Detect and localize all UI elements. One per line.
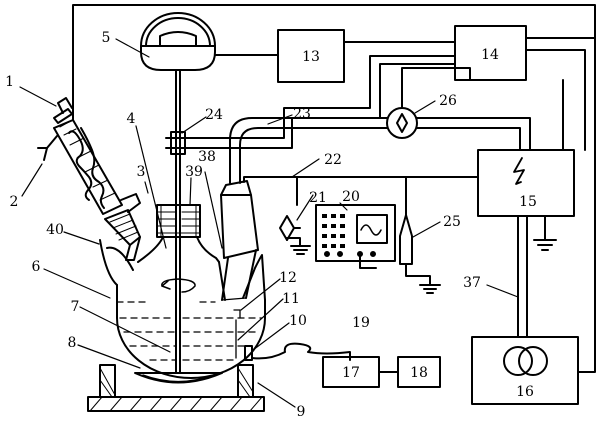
- label-3: 3: [137, 164, 146, 180]
- label-37: 37: [463, 275, 481, 291]
- label-17: 17: [342, 365, 360, 381]
- box-18: [397, 356, 441, 388]
- gas-pipe-23-right: [416, 117, 531, 151]
- leader-lines: [19, 38, 519, 408]
- flask-upper-right: [137, 236, 164, 263]
- label-22: 22: [324, 152, 342, 168]
- label-12: 12: [279, 270, 297, 286]
- label-4: 4: [127, 111, 136, 127]
- label-5: 5: [102, 30, 111, 46]
- stirrer-shaft: [175, 69, 181, 373]
- ground-icon-15: [533, 215, 557, 251]
- label-19: 19: [352, 315, 370, 331]
- label-1: 1: [5, 74, 14, 90]
- flask-body: [116, 284, 266, 379]
- condenser: [37, 97, 141, 261]
- box-14: [454, 25, 527, 81]
- label-23: 23: [293, 106, 311, 122]
- flask-upper-left: [99, 239, 118, 286]
- heater-base: [87, 364, 265, 412]
- label-9: 9: [297, 404, 306, 420]
- wire-14-26: [401, 67, 471, 109]
- label-15: 15: [519, 194, 537, 210]
- gas-pipe-23-inner: [239, 127, 388, 184]
- outer-wire: [72, 4, 596, 373]
- wire-14-right: [525, 37, 596, 151]
- liquid: [116, 301, 263, 361]
- cable-37: [517, 215, 528, 338]
- shaft-coupling: [165, 131, 191, 155]
- label-14: 14: [481, 47, 499, 63]
- flask-right-side: [218, 261, 226, 301]
- oscilloscope-20: [315, 204, 396, 269]
- label-26: 26: [439, 93, 457, 109]
- probe-25: [399, 214, 441, 294]
- rotation-arrow: [161, 278, 196, 293]
- label-24: 24: [205, 107, 223, 123]
- gas-pipe-23: [229, 117, 388, 184]
- label-18: 18: [410, 365, 428, 381]
- transformer-coil-right: [518, 346, 548, 376]
- label-8: 8: [68, 335, 77, 351]
- label-38: 38: [198, 149, 216, 165]
- flask-top-right: [196, 236, 220, 263]
- motor: [140, 12, 216, 71]
- electrode-neck: [220, 180, 259, 319]
- probe-21: [279, 215, 311, 255]
- box-13: [277, 29, 345, 83]
- label-2: 2: [10, 194, 19, 210]
- label-25: 25: [443, 214, 461, 230]
- label-21: 21: [309, 190, 327, 206]
- lightning-icon: [513, 157, 525, 185]
- sensor-10: [244, 345, 253, 361]
- transformer-coil-left: [503, 346, 533, 376]
- wire-22: [243, 176, 479, 216]
- label-10: 10: [289, 313, 307, 329]
- label-39: 39: [185, 164, 203, 180]
- stirrer-bar-inner: [142, 374, 215, 383]
- stirrer-bar: [134, 372, 223, 384]
- box-16: [471, 336, 579, 405]
- label-40: 40: [46, 222, 64, 238]
- label-13: 13: [302, 49, 320, 65]
- flow-controller-26: [386, 107, 418, 139]
- flask-left-neck: [106, 246, 134, 271]
- label-7: 7: [71, 299, 80, 315]
- cable-19: [251, 342, 351, 361]
- label-11: 11: [282, 291, 300, 307]
- rotation-arrow-head: [161, 280, 171, 290]
- flask-right-neck: [242, 254, 266, 301]
- number-labels: 1 2 3 4 5 6 7 8 9 10 11 12 13 14 15 16 1…: [5, 30, 537, 420]
- label-20: 20: [342, 189, 360, 205]
- label-6: 6: [32, 259, 41, 275]
- label-16: 16: [516, 384, 534, 400]
- center-stopper: [156, 204, 201, 238]
